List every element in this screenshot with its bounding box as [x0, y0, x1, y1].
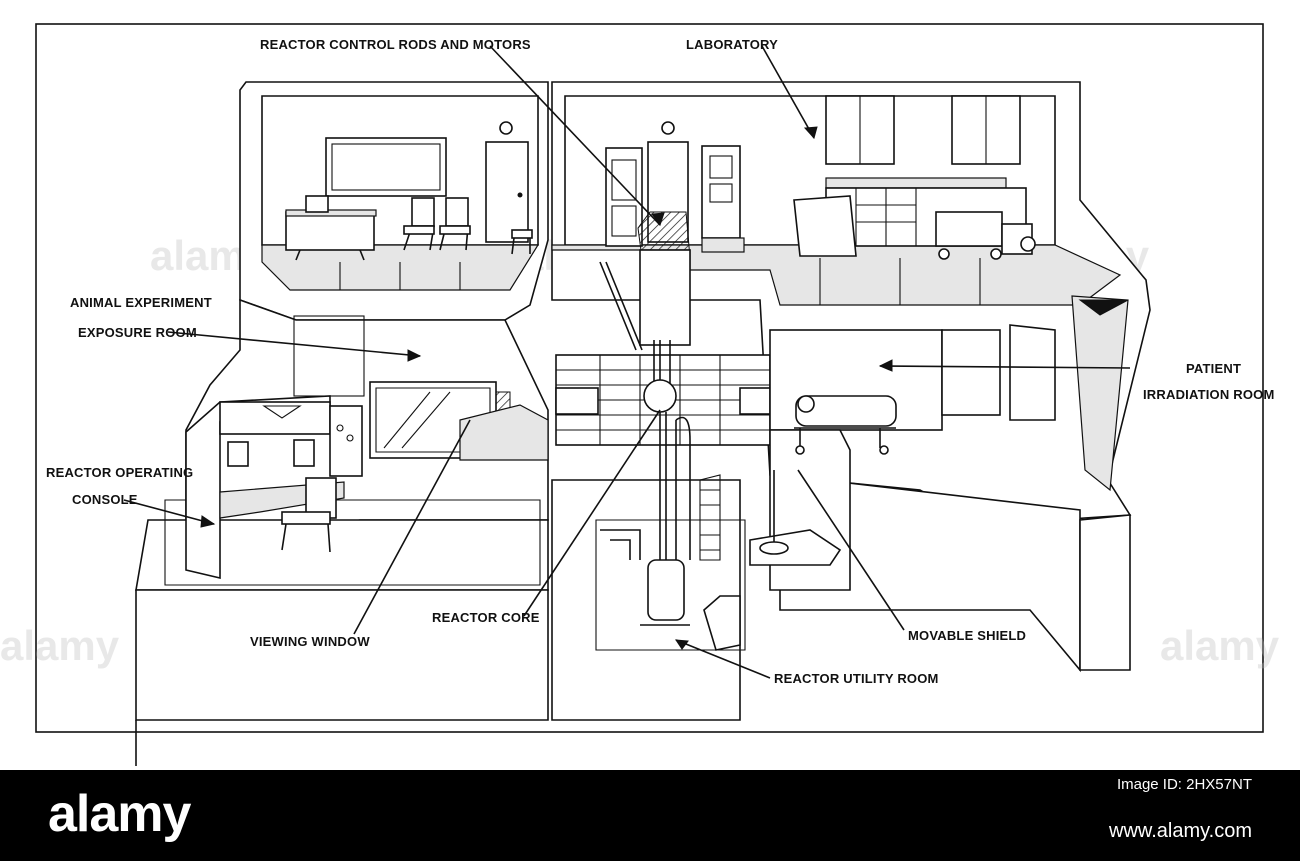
label-animal-room-line2: EXPOSURE ROOM: [78, 325, 197, 340]
site-url[interactable]: www.alamy.com: [1109, 820, 1252, 842]
watermark-text: alamy: [0, 622, 120, 669]
animal-room-equipment: [293, 315, 549, 461]
operating-console: [185, 395, 363, 580]
label-animal-room-line1: ANIMAL EXPERIMENT: [70, 295, 212, 310]
office-furniture: [285, 121, 533, 261]
label-patient-room-line1: PATIENT: [1186, 361, 1241, 376]
reactor-core-assembly: [600, 379, 741, 651]
label-control-rods: REACTOR CONTROL RODS AND MOTORS: [260, 37, 531, 52]
label-console-line2: CONSOLE: [72, 492, 138, 507]
label-movable-shield: MOVABLE SHIELD: [908, 628, 1026, 643]
stock-photo-banner: alamy Image ID: 2HX57NT www.alamy.com: [0, 770, 1300, 861]
outer-frame: [35, 23, 1264, 733]
watermark-text: alamy: [1160, 622, 1280, 669]
label-laboratory: LABORATORY: [686, 37, 778, 52]
control-rod-equipment: [599, 121, 745, 385]
laboratory-furniture: [793, 95, 1036, 260]
label-patient-room-line2: IRRADIATION ROOM: [1143, 387, 1275, 402]
label-viewing-window: VIEWING WINDOW: [250, 634, 370, 649]
reactor-cutaway-diagram: alamy alamy alamy alamy alamy alamy: [0, 23, 1280, 766]
callout-labels: REACTOR CONTROL RODS AND MOTORS LABORATO…: [46, 37, 1275, 686]
alamy-logo[interactable]: alamy: [48, 785, 191, 843]
label-reactor-core: REACTOR CORE: [432, 610, 540, 625]
label-utility-room: REACTOR UTILITY ROOM: [774, 671, 939, 686]
leader-lines: [123, 45, 1131, 766]
image-id: Image ID: 2HX57NT: [1116, 776, 1252, 793]
patient-bed: [794, 395, 897, 455]
label-console-line1: REACTOR OPERATING: [46, 465, 193, 480]
building-shell: [135, 81, 1151, 721]
